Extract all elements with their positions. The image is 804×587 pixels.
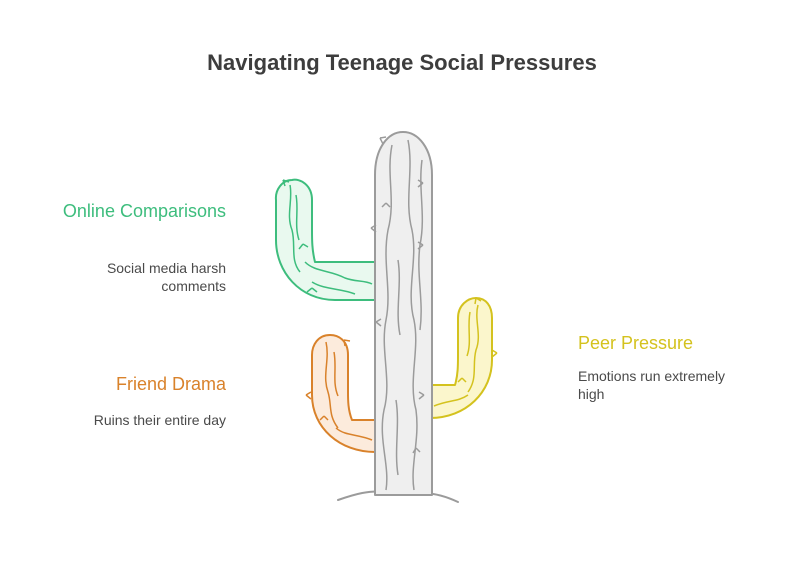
peer-pressure-description: Emotions run extremely high	[578, 368, 726, 402]
yellow-arm	[429, 297, 498, 419]
cactus-trunk	[370, 131, 433, 496]
friend-drama-label: Friend Drama	[115, 374, 226, 394]
page-title: Navigating Teenage Social Pressures	[207, 50, 597, 75]
peer-pressure-label: Peer Pressure	[578, 333, 694, 353]
friend-drama-description: Ruins their entire day	[93, 412, 226, 428]
online-comparisons-description: Social media harsh comments	[106, 260, 226, 294]
online-comparisons-label: Online Comparisons	[62, 201, 226, 221]
green-arm	[274, 178, 376, 301]
orange-arm	[305, 334, 376, 453]
